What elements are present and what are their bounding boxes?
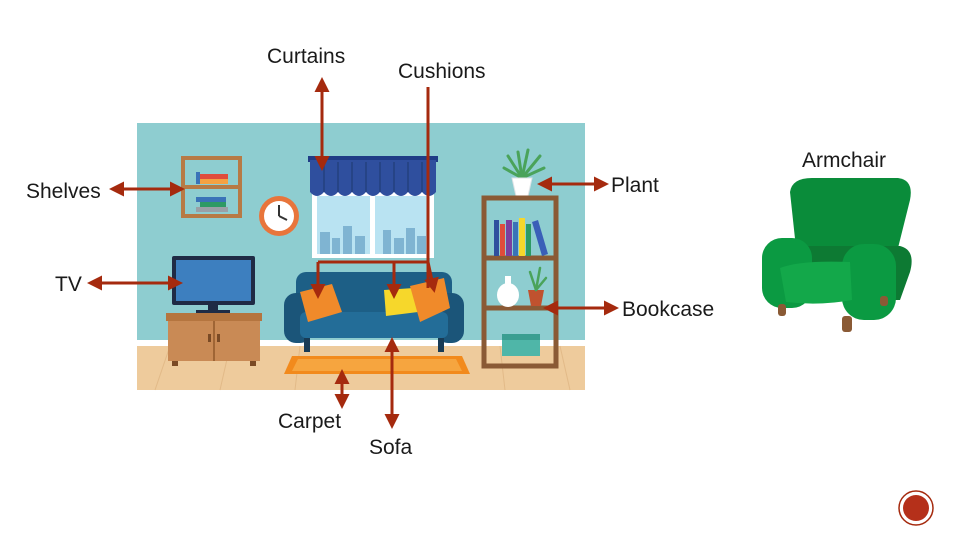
bookcase-label: Bookcase — [622, 298, 715, 321]
tv — [172, 256, 255, 313]
shelves-label: Shelves — [26, 180, 101, 203]
window — [312, 190, 434, 258]
cushions-label: Cushions — [398, 60, 486, 83]
room-illustration — [137, 123, 585, 391]
armchair-illustration — [762, 178, 912, 332]
carpet-label: Carpet — [278, 410, 342, 433]
plant-label: Plant — [611, 174, 659, 197]
bookcase — [481, 195, 559, 369]
carpet — [284, 356, 470, 374]
tv-label: TV — [55, 273, 82, 296]
armchair-label: Armchair — [802, 149, 887, 172]
tv-stand — [166, 313, 262, 366]
plant — [502, 148, 546, 197]
callout-arrows — [87, 77, 619, 429]
curtains — [308, 156, 438, 196]
sofa-label: Sofa — [369, 436, 413, 459]
clock — [259, 196, 299, 236]
curtains-label: Curtains — [267, 45, 346, 68]
round-badge-icon — [898, 490, 934, 526]
